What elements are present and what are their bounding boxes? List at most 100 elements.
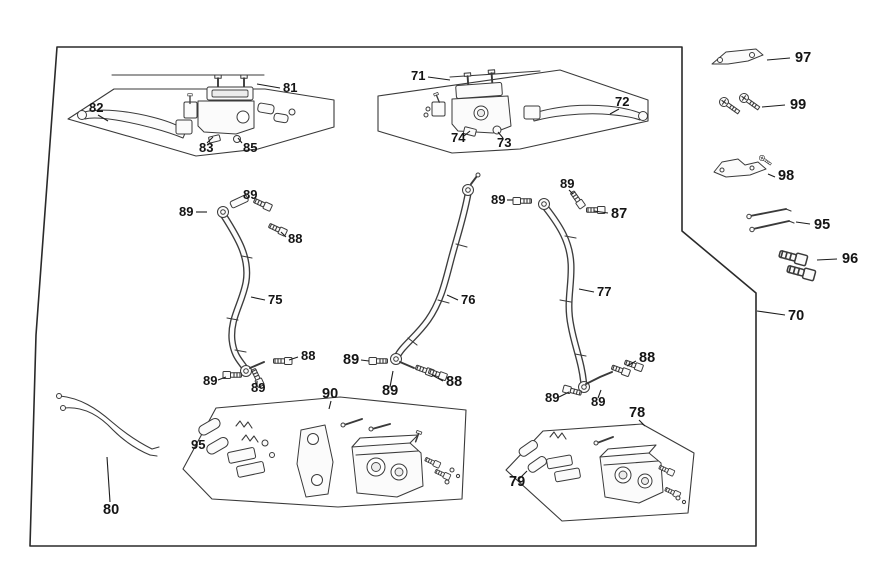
leader-80 xyxy=(106,456,111,503)
label-78: 78 xyxy=(629,405,645,421)
caliper-top-face xyxy=(599,444,657,458)
bracket-hole xyxy=(719,167,725,173)
leader-75 xyxy=(250,296,266,301)
brake-hose-75: 75 89 89 88 89 89 88 xyxy=(179,187,315,395)
banjo-fitting-icon xyxy=(217,206,229,218)
seal-ring xyxy=(261,439,269,447)
label-98: 98 xyxy=(778,168,794,184)
banjo-outlet xyxy=(492,125,502,135)
cable-tip xyxy=(149,454,158,457)
right-master-cylinder-assembly: 71 72 73 74 xyxy=(377,68,649,154)
label-95: 95 xyxy=(814,217,830,233)
hose-body xyxy=(394,191,471,360)
leader-89-f xyxy=(389,370,394,388)
bracket-hole xyxy=(307,433,319,445)
leader-85 xyxy=(237,137,243,144)
label-97: 97 xyxy=(795,50,811,66)
caliper-body xyxy=(351,442,424,498)
label-77: 77 xyxy=(597,284,611,299)
leader-89-c xyxy=(217,376,227,381)
bracket-98 xyxy=(713,158,767,178)
bracket-hole xyxy=(749,165,755,171)
hose-tick xyxy=(234,349,247,353)
banjo-bolt-icon xyxy=(427,367,449,382)
label-89-d: 89 xyxy=(251,380,265,395)
leader-89-i xyxy=(558,391,570,398)
mirror-clamp-lower xyxy=(273,112,289,124)
hose-link xyxy=(229,194,249,209)
pad-pin-tip xyxy=(785,208,792,212)
label-89-a: 89 xyxy=(179,204,193,219)
label-80: 80 xyxy=(103,502,119,518)
label-72: 72 xyxy=(615,94,629,109)
brake-lever xyxy=(531,104,641,122)
piston xyxy=(641,477,649,485)
hose-tick xyxy=(455,243,468,248)
pad-pin-head xyxy=(593,440,599,446)
leader-96 xyxy=(816,258,838,261)
leader-72 xyxy=(609,108,620,115)
leader-88-a xyxy=(280,231,287,238)
label-89-b: 89 xyxy=(243,187,257,202)
washer xyxy=(681,499,687,505)
master-cylinder-body xyxy=(197,100,255,135)
brake-pad xyxy=(236,461,266,478)
pad-shim xyxy=(198,418,221,436)
bracket-hole xyxy=(311,474,323,486)
leader-89-h xyxy=(568,189,574,195)
label-89-c: 89 xyxy=(203,373,217,388)
elbow-fitting xyxy=(585,371,613,385)
fitting-head xyxy=(475,172,481,178)
hose-tick xyxy=(226,317,239,321)
caliper-body xyxy=(599,452,664,504)
banjo-bolt-icon xyxy=(368,356,389,366)
pivot-bolt xyxy=(233,135,241,143)
brake-pad xyxy=(546,454,573,470)
label-87: 87 xyxy=(611,206,627,222)
reservoir-cap-inner xyxy=(211,89,249,98)
cable-group: 80 xyxy=(56,393,160,518)
leader-98 xyxy=(767,173,776,178)
label-82: 82 xyxy=(89,100,103,115)
leader-88-d xyxy=(626,360,637,367)
pad-pin-95 xyxy=(752,220,790,230)
leader-70 xyxy=(756,310,786,316)
leader-90 xyxy=(328,400,332,410)
label-89-j: 89 xyxy=(591,394,605,409)
clamp-washer xyxy=(423,112,429,118)
leader-79 xyxy=(518,470,528,480)
lever-pivot-block xyxy=(523,105,541,120)
leader-88-c xyxy=(431,374,444,382)
brake-pad xyxy=(227,447,257,464)
bracket-hole xyxy=(749,52,755,58)
leader-73 xyxy=(497,131,504,139)
rear-caliper-kit: 78 79 xyxy=(505,405,695,522)
leader-77 xyxy=(578,288,595,293)
banjo-bolt-icon xyxy=(512,196,533,206)
pad-spring xyxy=(241,434,259,443)
banjo-bolt-icon xyxy=(267,221,289,237)
bleed-screw-icon xyxy=(412,429,423,444)
banjo-fitting-icon xyxy=(462,184,474,196)
washer xyxy=(444,479,450,485)
banjo-fitting-icon xyxy=(538,198,550,210)
hose-body xyxy=(543,205,587,389)
hose-tick xyxy=(437,299,450,304)
pad-spring xyxy=(549,431,567,440)
handlebar-clamp xyxy=(431,101,446,117)
pad-pin xyxy=(596,436,614,444)
label-79: 79 xyxy=(509,474,525,490)
washer xyxy=(449,467,455,473)
piston xyxy=(394,467,404,477)
label-83: 83 xyxy=(199,140,213,155)
lever-ball-end xyxy=(77,110,87,120)
caliper-rib xyxy=(355,450,419,456)
pad-spring xyxy=(235,420,253,429)
caliper-bracket xyxy=(296,424,334,498)
leader-81 xyxy=(256,83,281,89)
kit-outline xyxy=(505,423,695,522)
clamp-washer xyxy=(425,106,431,112)
cable-tip xyxy=(151,446,160,450)
pad-shim xyxy=(518,440,538,457)
